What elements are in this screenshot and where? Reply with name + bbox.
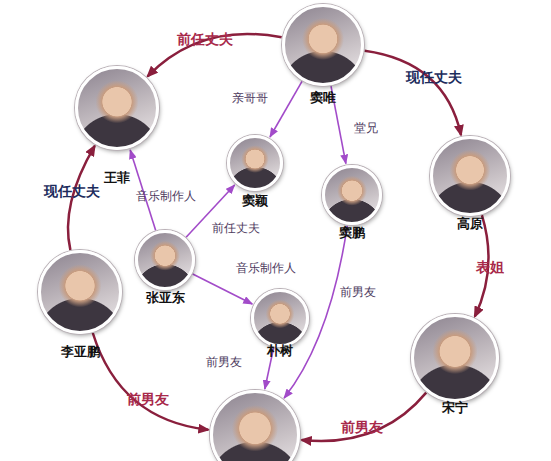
person-name: 李亚鹏 [61, 343, 100, 361]
person-circle: 窦唯 [282, 4, 364, 86]
person-circle: 宋宁 [411, 314, 499, 402]
person-name: 宋宁 [442, 399, 468, 417]
relation-label: 表姐 [476, 259, 504, 277]
person-name: 王菲 [104, 169, 130, 187]
person-name: 窦鹏 [339, 224, 365, 242]
relation-label: 前男友 [127, 391, 169, 409]
relation-label: 前任丈夫 [177, 31, 233, 49]
person-name: 朴树 [267, 342, 293, 360]
relation-label: 现任丈夫 [406, 69, 462, 87]
person-circle: 朴树 [251, 289, 309, 347]
relation-label: 堂兄 [354, 120, 378, 137]
relation-label: 亲哥哥 [232, 90, 268, 107]
relation-label: 前男友 [340, 284, 376, 301]
person-circle [210, 390, 300, 461]
person-circle: 高原 [430, 136, 510, 216]
relation-label: 现任丈夫 [44, 183, 100, 201]
person-circle: 窦颖 [227, 135, 283, 191]
relation-label: 音乐制作人 [236, 260, 296, 277]
relation-arc [365, 51, 461, 135]
relation-label: 前任丈夫 [212, 220, 260, 237]
relation-arrow [270, 81, 302, 137]
relation-arrow [193, 274, 253, 304]
person-name: 高原 [457, 215, 483, 233]
relation-label: 前男友 [206, 354, 242, 371]
person-circle: 王菲 [75, 66, 159, 150]
person-circle: 李亚鹏 [38, 250, 122, 334]
relation-label: 音乐制作人 [136, 188, 196, 205]
person-name: 张亚东 [146, 289, 185, 307]
person-name: 窦颖 [242, 192, 268, 210]
relation-arc [93, 333, 209, 430]
person-circle: 张亚东 [135, 230, 195, 290]
person-circle: 窦鹏 [322, 165, 382, 225]
relation-label: 前男友 [341, 419, 383, 437]
relation-arc [302, 393, 427, 441]
person-name: 窦唯 [310, 89, 336, 107]
